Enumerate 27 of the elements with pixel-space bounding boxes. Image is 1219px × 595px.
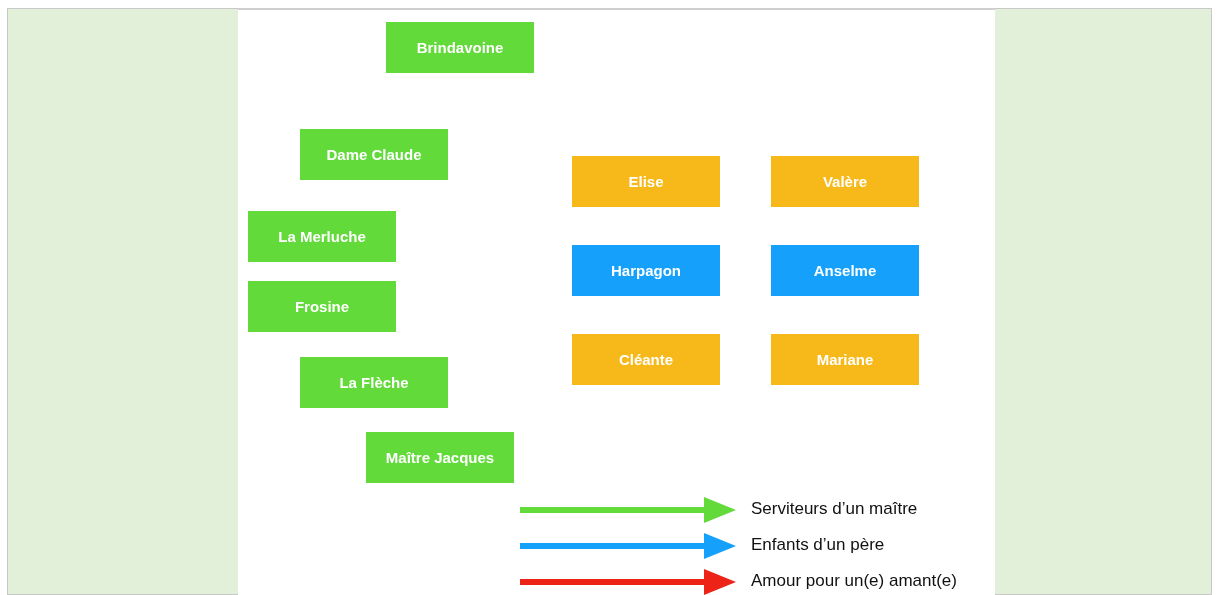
character-box — [386, 22, 534, 73]
character-box — [771, 245, 919, 296]
character-box — [248, 281, 396, 332]
character-name: Maître Jacques — [385, 449, 495, 466]
character-box — [572, 245, 720, 296]
character-box — [771, 156, 919, 207]
character-name: Valère — [822, 173, 868, 190]
character-name: La Flèche — [339, 374, 409, 391]
character-box — [300, 129, 448, 180]
character-box — [572, 334, 720, 385]
character-box — [366, 432, 514, 483]
legend-text: Amour pour un(e) amant(e) — [751, 571, 957, 591]
character-name: Harpagon — [611, 262, 681, 279]
character-box — [248, 211, 396, 262]
character-name: Dame Claude — [326, 146, 422, 163]
character-name: Brindavoine — [416, 39, 504, 56]
character-name: Elise — [628, 173, 664, 190]
character-name: La Merluche — [278, 228, 366, 245]
character-box — [572, 156, 720, 207]
legend-text: Enfants d’un père — [751, 535, 885, 555]
character-name: Frosine — [294, 298, 350, 315]
character-box — [300, 357, 448, 408]
character-name: Mariane — [816, 351, 874, 368]
character-box — [771, 334, 919, 385]
character-name: Anselme — [813, 262, 877, 279]
legend-text: Serviteurs d’un maître — [751, 499, 918, 519]
character-name: Cléante — [618, 351, 674, 368]
